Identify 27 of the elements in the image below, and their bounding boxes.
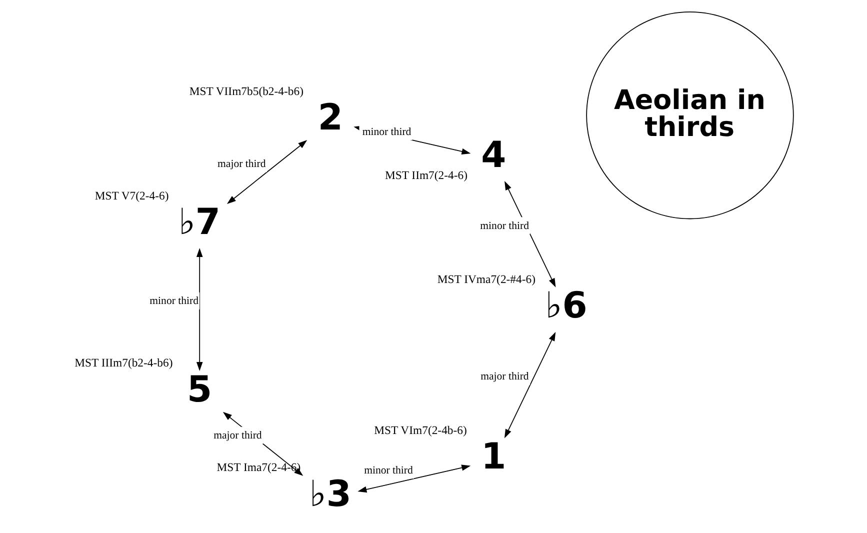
- edge-label: major third: [217, 158, 266, 170]
- node-text: ♭3: [308, 474, 351, 515]
- node-text: 5: [186, 369, 212, 410]
- edge-label: minor third: [480, 220, 528, 232]
- node-label: MST VIIm7b5(b2-4-b6): [188, 84, 303, 98]
- node-circle: Aeolian in thirds: [586, 11, 794, 220]
- node-label: MST IIIm7(b2-4-b6): [74, 356, 172, 370]
- arrow: [222, 412, 303, 476]
- edge-label: minor third: [149, 295, 198, 308]
- node-text: 2: [317, 98, 342, 139]
- edge-label: minor third: [362, 126, 411, 138]
- edge-label: minor third: [364, 464, 412, 476]
- arrow: [504, 332, 556, 438]
- node-label: MST V7(2-4-6): [94, 189, 168, 202]
- arrow: [357, 464, 470, 493]
- edge-label: major third: [213, 430, 262, 442]
- node-text: ♭7: [178, 202, 220, 243]
- arrow: [226, 140, 307, 204]
- node-text: 1: [480, 436, 506, 478]
- node-text: ♭6: [544, 286, 587, 327]
- node-label: MST VIm7(2-4b-6): [374, 424, 466, 437]
- arrow: [504, 181, 556, 288]
- arrow: [196, 248, 202, 372]
- node-label: MST IIm7(2-4-6): [384, 168, 468, 182]
- edge-label: major third: [480, 370, 528, 383]
- node-text: 4: [480, 134, 506, 176]
- node-label: MST IVma7(2-#4-6): [436, 272, 536, 286]
